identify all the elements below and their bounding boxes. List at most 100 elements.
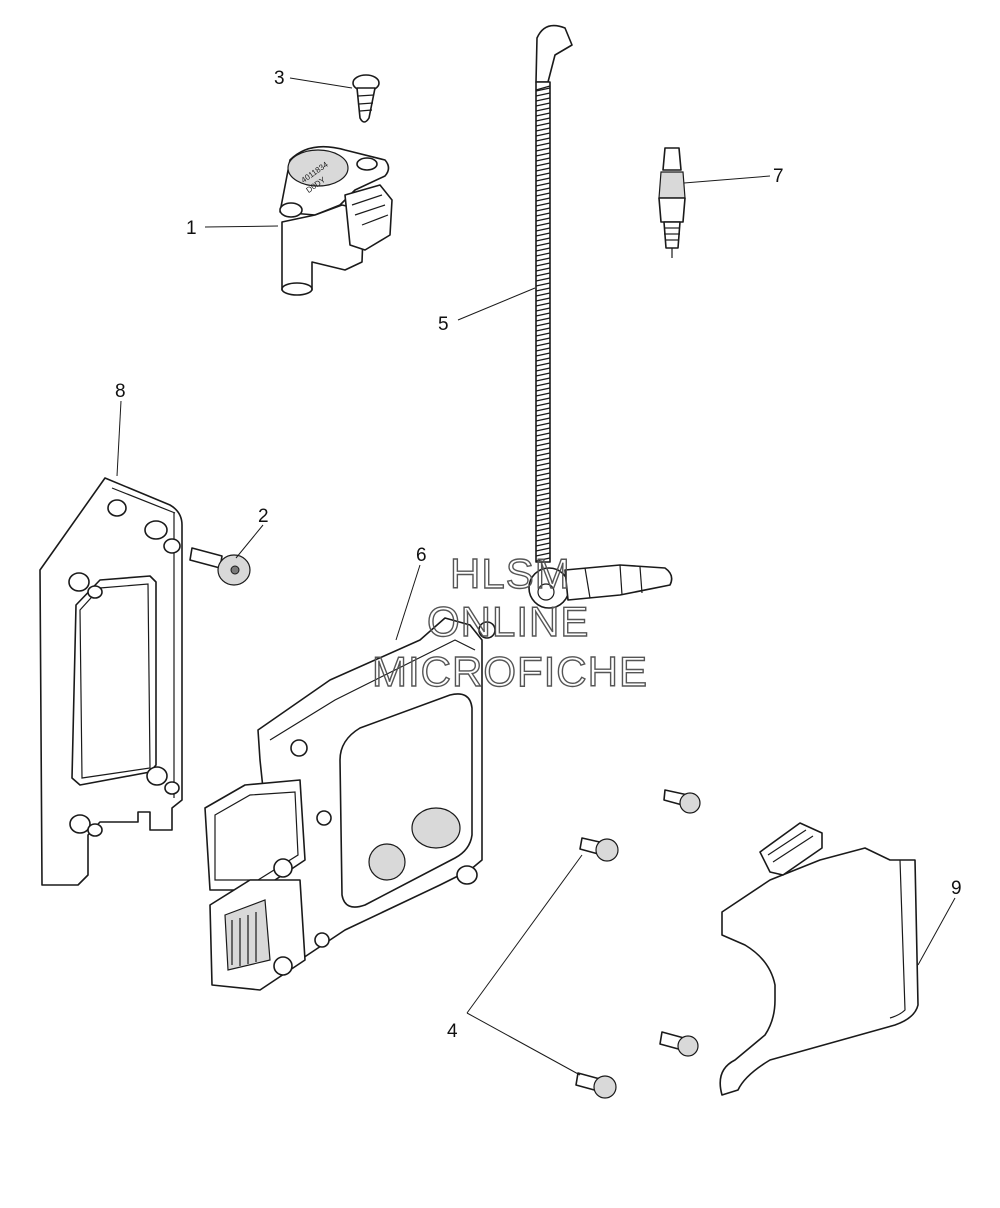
braid-stroke <box>535 522 551 527</box>
braid-stroke <box>535 122 551 127</box>
braid-stroke <box>535 137 551 142</box>
callout-7: 7 <box>773 166 784 187</box>
braid-stroke <box>535 492 551 497</box>
watermark: HLSM ONLINE MICROFICHE <box>371 549 648 695</box>
braid-stroke <box>535 212 551 217</box>
braid-stroke <box>535 467 551 472</box>
braid-stroke <box>535 172 551 177</box>
braid-stroke <box>535 372 551 377</box>
braid-stroke <box>535 192 551 197</box>
braid-stroke <box>535 532 551 537</box>
part-6-ecu <box>204 617 496 991</box>
callout-1: 1 <box>186 218 197 239</box>
braid-stroke <box>535 322 551 327</box>
watermark-line2: ONLINE <box>427 598 589 645</box>
part-9-cover <box>719 822 919 1096</box>
braid-stroke <box>535 112 551 117</box>
braid-stroke <box>535 267 551 272</box>
braid-stroke <box>535 252 551 257</box>
watermark-line3: MICROFICHE <box>372 648 648 695</box>
braid-stroke <box>535 162 551 167</box>
braid-stroke <box>535 482 551 487</box>
braid-stroke <box>535 447 551 452</box>
braid-stroke <box>535 457 551 462</box>
braid-stroke <box>535 442 551 447</box>
braid-stroke <box>535 407 551 412</box>
braid-stroke <box>535 152 551 157</box>
braid-stroke <box>535 357 551 362</box>
braid-stroke <box>535 347 551 352</box>
braid-stroke <box>535 272 551 277</box>
braid-stroke <box>535 302 551 307</box>
braid-stroke <box>535 262 551 267</box>
braid-stroke <box>535 352 551 357</box>
braid-stroke <box>535 487 551 492</box>
bracket-studs <box>68 520 181 837</box>
braid-stroke <box>535 142 551 147</box>
callout-3: 3 <box>274 68 285 89</box>
braid-stroke <box>535 452 551 457</box>
braid-stroke <box>535 307 551 312</box>
braid-stroke <box>535 387 551 392</box>
braid-stroke <box>535 207 551 212</box>
braid-stroke <box>535 422 551 427</box>
callout-8: 8 <box>115 381 126 402</box>
braid-stroke <box>535 157 551 162</box>
braid-stroke <box>535 247 551 252</box>
braid-stroke <box>535 337 551 342</box>
braid-stroke <box>535 367 551 372</box>
leader-lines <box>116 77 956 1076</box>
part-7-spark-plug <box>658 147 686 258</box>
braid-stroke <box>535 397 551 402</box>
braid-stroke <box>535 177 551 182</box>
braid-stroke <box>535 342 551 347</box>
part-2-bolt <box>189 547 251 586</box>
braid-stroke <box>535 432 551 437</box>
braid-stroke <box>535 427 551 432</box>
braid-stroke <box>535 317 551 322</box>
cable-braid-hatching <box>535 87 551 562</box>
braid-stroke <box>535 547 551 552</box>
callout-4: 4 <box>447 1021 458 1042</box>
braid-stroke <box>535 87 551 92</box>
braid-stroke <box>535 512 551 517</box>
braid-stroke <box>535 167 551 172</box>
braid-stroke <box>535 257 551 262</box>
braid-stroke <box>535 527 551 532</box>
braid-stroke <box>535 472 551 477</box>
braid-stroke <box>535 132 551 137</box>
braid-stroke <box>535 237 551 242</box>
braid-stroke <box>535 197 551 202</box>
braid-stroke <box>535 232 551 237</box>
callout-6: 6 <box>416 545 427 566</box>
part-3-screw <box>352 74 380 123</box>
braid-stroke <box>535 362 551 367</box>
braid-stroke <box>535 477 551 482</box>
braid-stroke <box>535 437 551 442</box>
braid-stroke <box>535 292 551 297</box>
braid-stroke <box>535 552 551 557</box>
braid-stroke <box>535 92 551 97</box>
braid-stroke <box>535 277 551 282</box>
braid-stroke <box>535 287 551 292</box>
braid-stroke <box>535 537 551 542</box>
braid-stroke <box>535 392 551 397</box>
braid-stroke <box>535 462 551 467</box>
screw-a <box>663 789 701 814</box>
braid-stroke <box>535 332 551 337</box>
part-4-screws <box>575 789 701 1099</box>
braid-stroke <box>535 502 551 507</box>
screw-b <box>579 837 619 862</box>
braid-stroke <box>535 182 551 187</box>
braid-stroke <box>535 97 551 102</box>
braid-stroke <box>535 497 551 502</box>
callout-9: 9 <box>951 878 962 899</box>
braid-stroke <box>535 542 551 547</box>
braid-stroke <box>535 217 551 222</box>
watermark-line1: HLSM <box>450 550 571 597</box>
braid-stroke <box>535 312 551 317</box>
braid-stroke <box>535 507 551 512</box>
braid-stroke <box>535 412 551 417</box>
part-5-sensor-cable <box>528 24 673 609</box>
